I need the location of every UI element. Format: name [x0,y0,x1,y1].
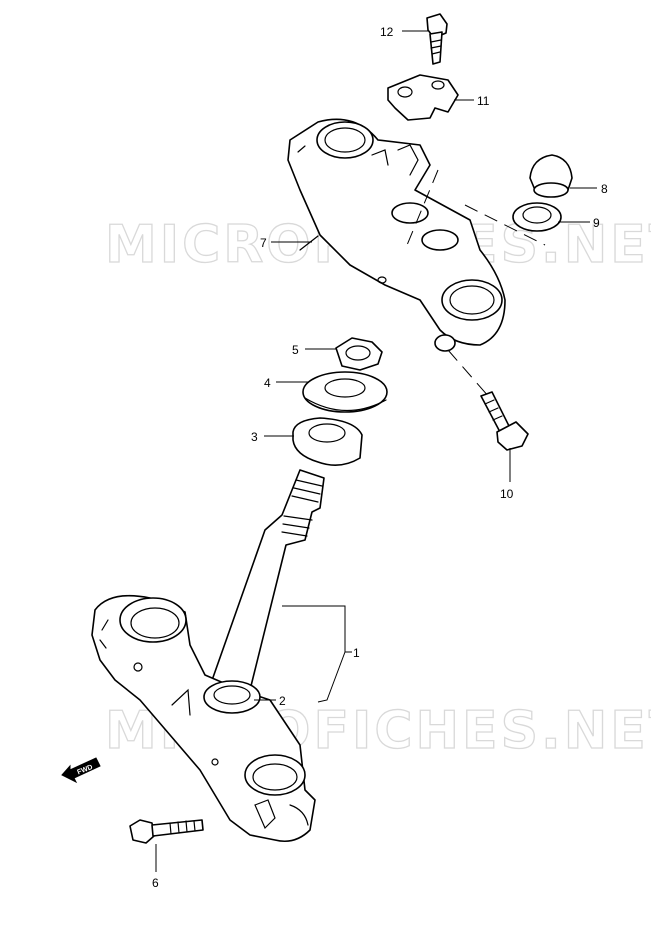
upper-bracket [287,118,506,352]
callout-8: 8 [601,182,608,196]
callout-7: 7 [260,236,267,250]
bearing-3 [292,417,363,466]
stem-nut [335,337,383,371]
axis-line-upper [404,169,439,251]
cap-nut [529,154,573,198]
callout-11: 11 [477,94,490,108]
bolt-10 [480,391,529,451]
callout-9: 9 [593,216,600,230]
lower-bracket [91,469,325,843]
callout-4: 4 [264,376,271,390]
washer-9 [512,202,562,232]
axis-line-cap [464,204,546,246]
bolt-12 [426,13,448,65]
callout-6: 6 [152,876,159,890]
callout-1: 1 [353,646,360,660]
fwd-arrow: FWD [61,757,101,784]
axis-line-bolt10 [447,349,497,406]
washer-4 [302,371,388,413]
leader-lines [155,30,597,872]
callout-12: 12 [380,25,394,39]
callout-2: 2 [279,694,286,708]
handlebar-clamp [387,74,459,121]
callout-5: 5 [292,343,299,357]
callout-10: 10 [500,487,514,501]
bolt-6 [129,819,204,844]
callout-3: 3 [251,430,258,444]
